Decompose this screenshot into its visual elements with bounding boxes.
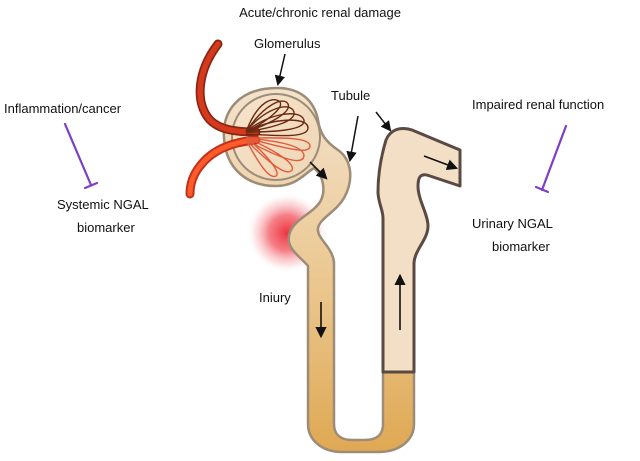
right-inhibit-arrow [534, 124, 568, 194]
efferent-arteriole-inner [187, 137, 259, 197]
injury-label: Iniury [259, 290, 291, 305]
urinary-ngal-label: Urinary NGAL [472, 216, 553, 231]
ascending-limb [376, 126, 462, 374]
systemic-ngal-label: Systemic NGAL [57, 197, 149, 212]
systemic-biomarker-label: biomarker [77, 220, 135, 235]
left-inhibit-arrow [63, 122, 99, 190]
urinary-biomarker-label: biomarker [492, 239, 550, 254]
tubule-pointer-arrow-2 [375, 111, 392, 132]
title-label: Acute/chronic renal damage [239, 5, 401, 20]
tubule-pointer-arrow-1 [346, 115, 359, 163]
impaired-renal-function-label: Impaired renal function [472, 97, 604, 112]
tubule-label: Tubule [331, 88, 370, 103]
glomerulus-label: Glomerulus [254, 36, 321, 51]
flow-arrow-proximal [309, 161, 328, 180]
inflammation-cancer-label: Inflammation/cancer [4, 101, 122, 116]
flow-arrow-distal [423, 155, 459, 171]
afferent-arteriole-inner [197, 41, 259, 135]
glomerulus-capillaries [245, 98, 311, 178]
glomerulus-pointer-arrow [274, 53, 286, 87]
